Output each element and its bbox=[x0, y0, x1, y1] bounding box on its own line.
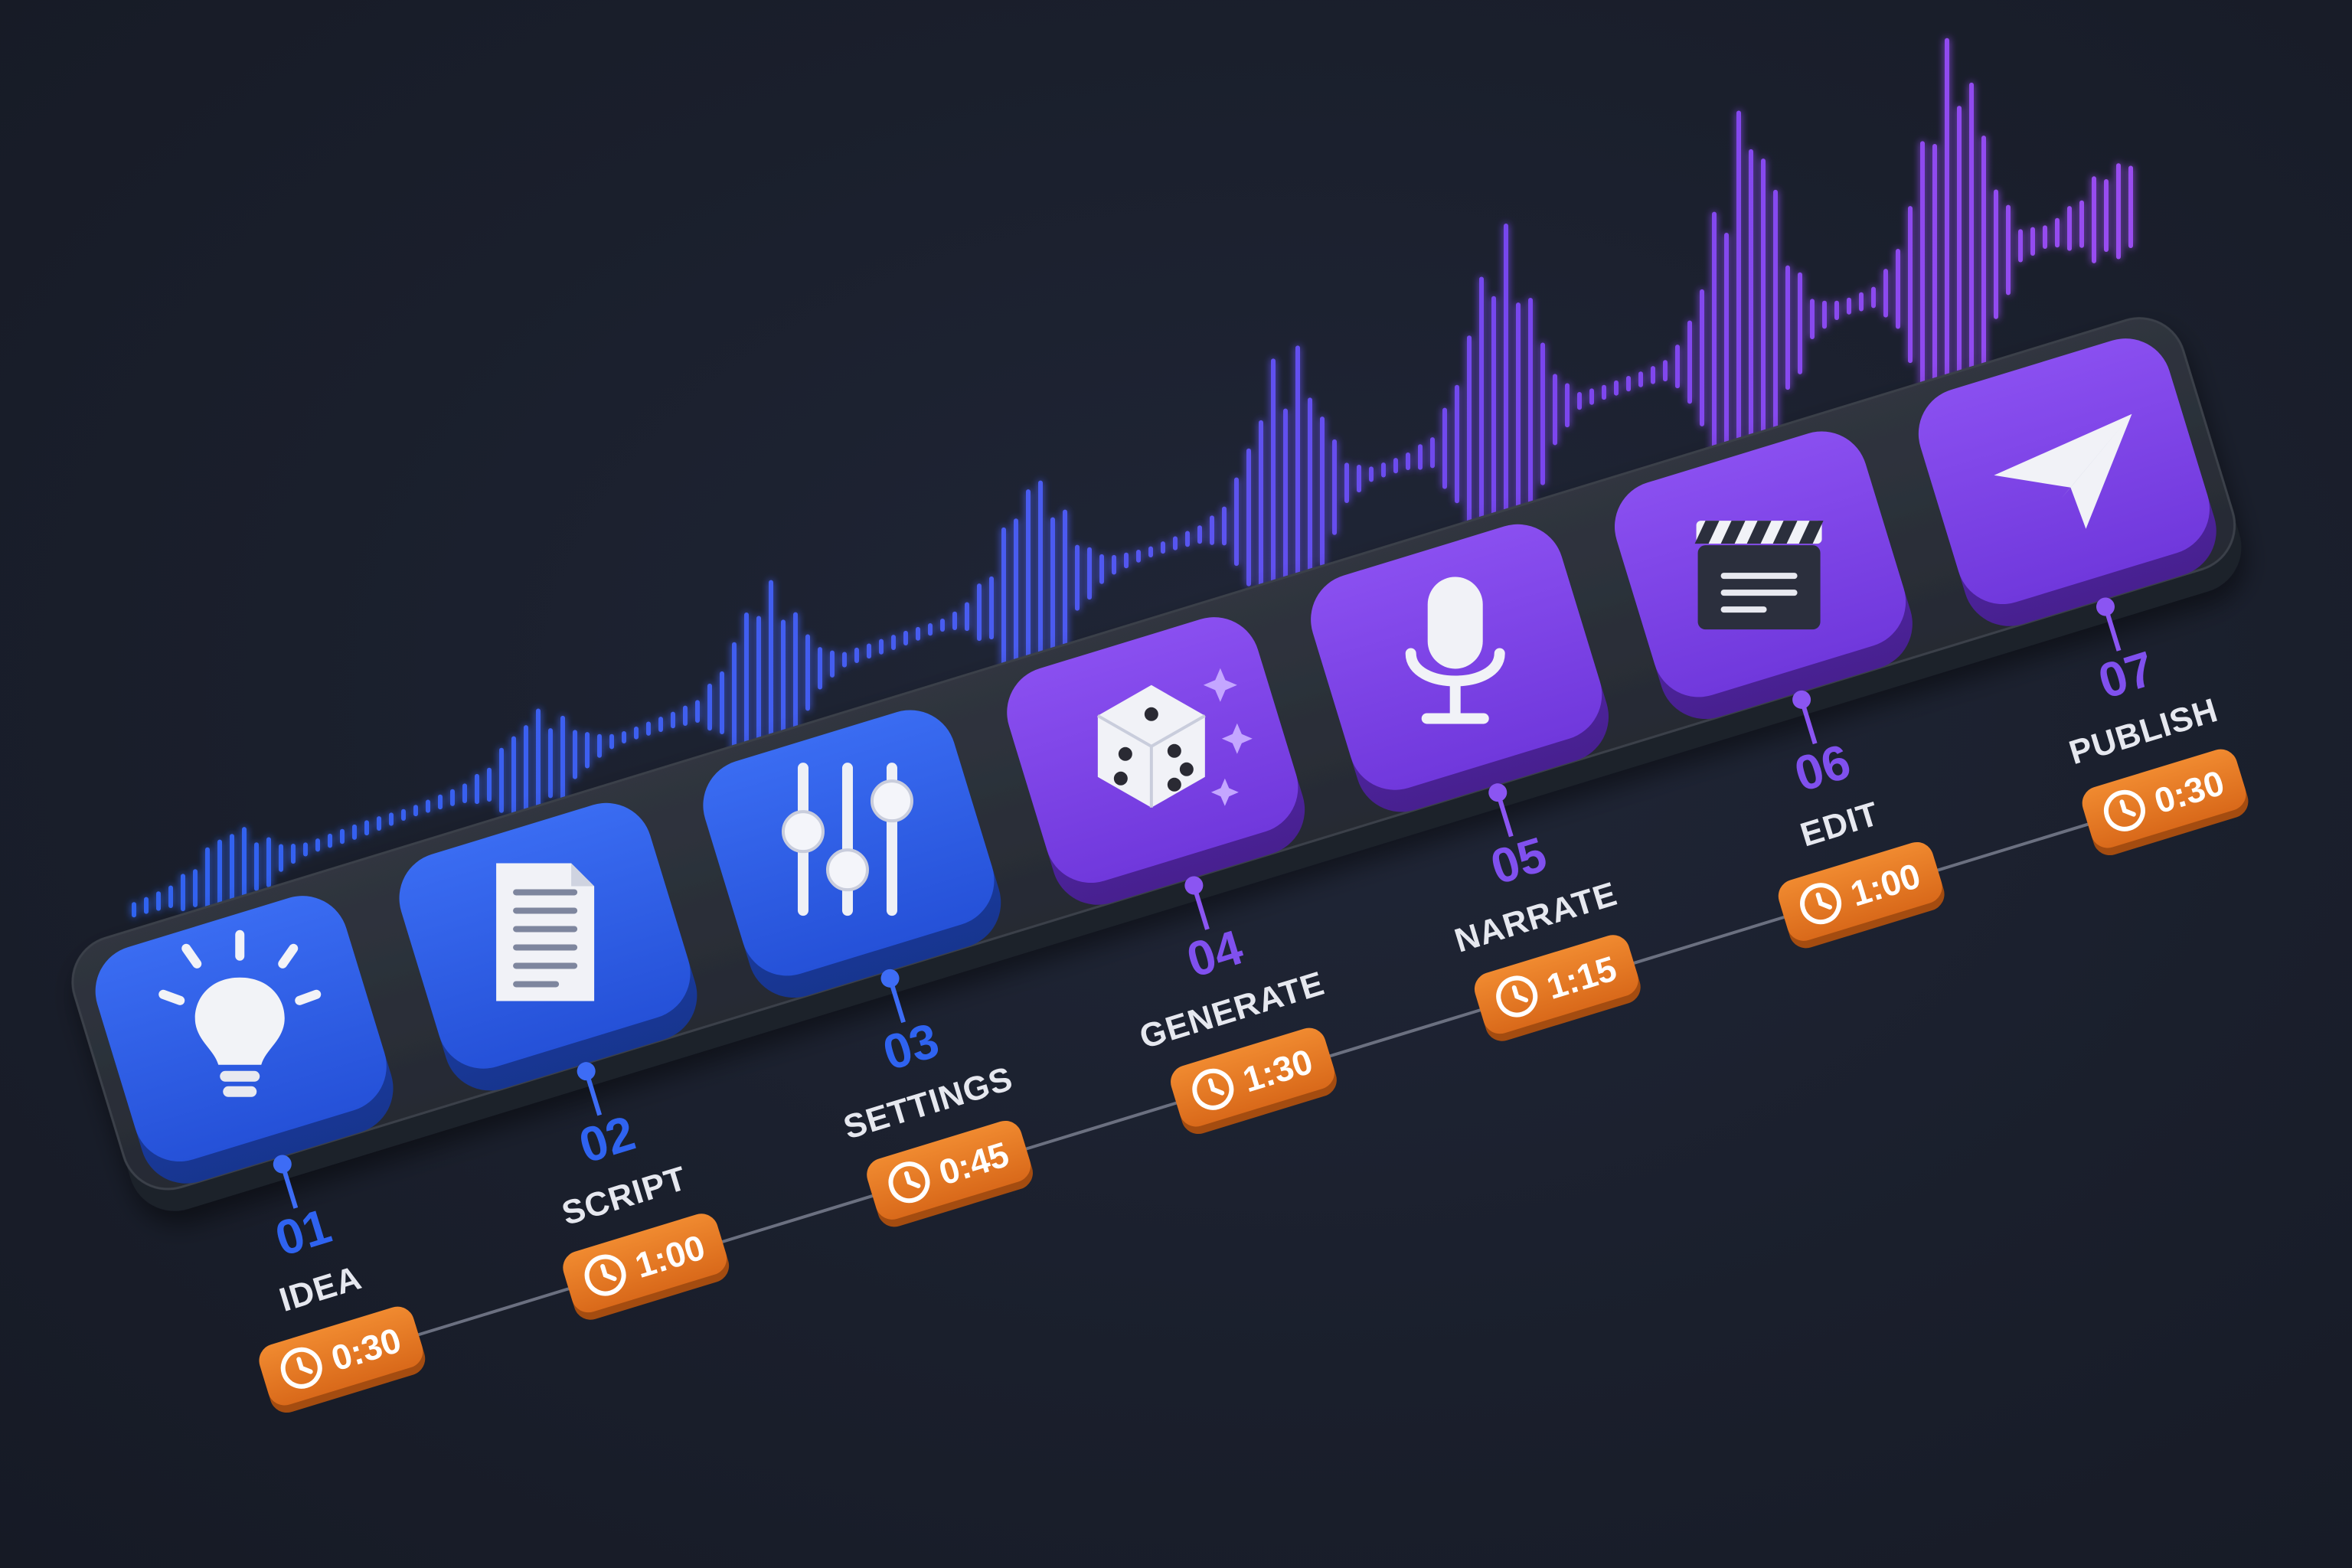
step-number: 07 bbox=[2092, 641, 2161, 710]
step-label: EDIT bbox=[1796, 795, 1883, 854]
step-tile-publish[interactable] bbox=[1907, 327, 2228, 637]
clock-icon bbox=[1496, 975, 1538, 1018]
connector-pin bbox=[1792, 690, 1818, 745]
clock-icon bbox=[888, 1161, 930, 1204]
connector-pin bbox=[1184, 876, 1210, 930]
duration-badge: 0:45 bbox=[867, 1120, 1033, 1227]
step-tile-settings[interactable] bbox=[691, 699, 1012, 1009]
duration-badge: 1:30 bbox=[1171, 1027, 1337, 1135]
sliders-icon bbox=[781, 763, 913, 916]
duration-badge: 1:00 bbox=[563, 1214, 730, 1320]
step-tile-generate[interactable] bbox=[995, 606, 1316, 916]
connector-pin bbox=[577, 1062, 603, 1116]
step-number: 03 bbox=[877, 1012, 945, 1081]
lightbulb-icon bbox=[158, 929, 322, 1097]
step-tile-script[interactable] bbox=[388, 792, 709, 1102]
step-number: 05 bbox=[1485, 826, 1553, 895]
dice-icon bbox=[1096, 668, 1253, 808]
connector-pin bbox=[2096, 597, 2122, 652]
step-number: 01 bbox=[269, 1198, 337, 1267]
duration-badge: 1:15 bbox=[1474, 935, 1641, 1041]
clock-icon bbox=[1192, 1068, 1234, 1110]
clock-icon bbox=[2103, 789, 2145, 831]
clock-icon bbox=[280, 1347, 322, 1389]
duration-badge: 0:30 bbox=[259, 1306, 426, 1413]
step-tile-edit[interactable] bbox=[1603, 420, 1924, 730]
clapperboard-icon bbox=[1694, 521, 1824, 630]
step-label: IDEA bbox=[275, 1259, 366, 1319]
clock-icon bbox=[584, 1254, 626, 1296]
connector-pin bbox=[273, 1155, 299, 1209]
paper-plane-icon bbox=[1994, 413, 2132, 529]
connector-pin bbox=[880, 969, 906, 1024]
clock-icon bbox=[1800, 883, 1842, 925]
step-number: 02 bbox=[573, 1105, 641, 1174]
duration-badge: 1:00 bbox=[1778, 841, 1945, 949]
step-tile-idea[interactable] bbox=[83, 883, 404, 1194]
step-label: SCRIPT bbox=[557, 1159, 691, 1233]
step-number: 06 bbox=[1788, 733, 1857, 802]
connector-pin bbox=[1488, 783, 1514, 838]
microphone-icon bbox=[1405, 577, 1505, 724]
step-tile-narrate[interactable] bbox=[1299, 513, 1620, 823]
document-icon bbox=[496, 863, 595, 1001]
duration-badge: 0:30 bbox=[2082, 749, 2249, 856]
step-number: 04 bbox=[1181, 919, 1250, 988]
